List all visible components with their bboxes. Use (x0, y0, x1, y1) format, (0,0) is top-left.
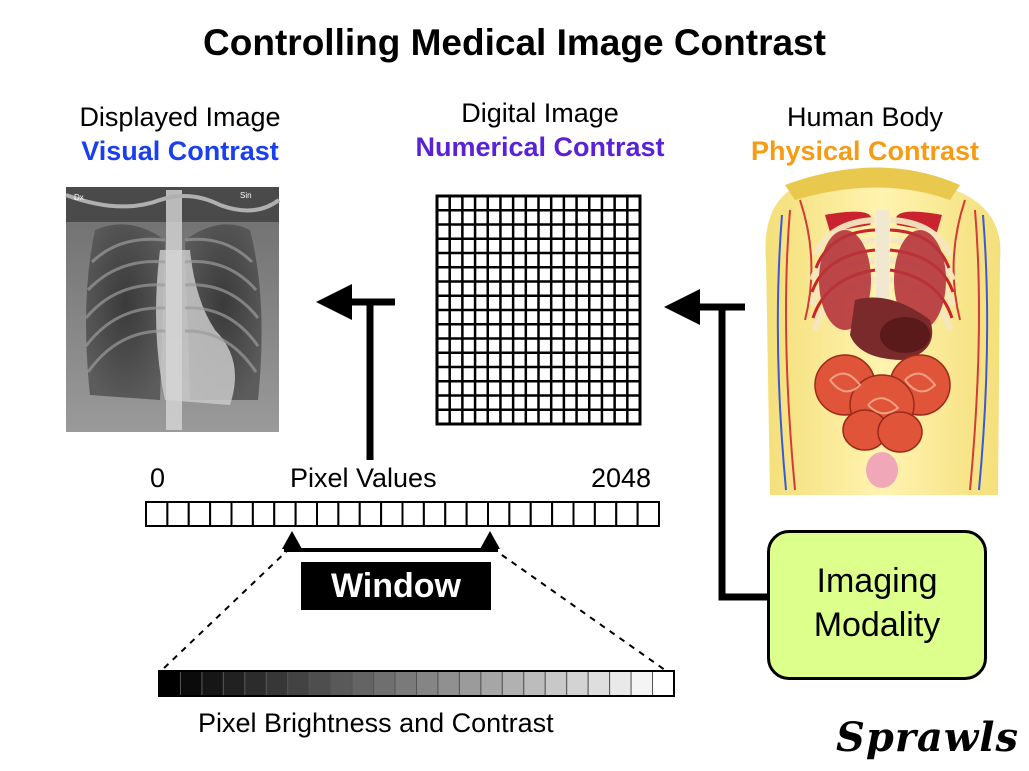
pixel-scale-cell (166, 501, 190, 527)
pixel-scale-cell (273, 501, 297, 527)
chest-xray-image: Dx Sin (65, 187, 281, 432)
imaging-modality-box: Imaging Modality (767, 530, 987, 680)
brightness-cell (222, 670, 246, 697)
brightness-cell (351, 670, 375, 697)
pixel-scale-cell (422, 501, 447, 527)
window-high-marker (480, 531, 500, 549)
brightness-caption: Pixel Brightness and Contrast (198, 708, 554, 738)
brightness-cell (201, 670, 224, 697)
spine-shadow (166, 190, 182, 430)
window-low-marker (282, 531, 302, 549)
brightness-cell (179, 670, 203, 697)
digital-image-header: Digital Image Numerical Contrast (380, 96, 700, 164)
visual-contrast-label: Visual Contrast (81, 136, 279, 166)
brightness-scale-frame (158, 670, 675, 697)
intestines (814, 354, 951, 453)
brightness-cell (416, 670, 439, 697)
brightness-cell (652, 670, 675, 697)
brightness-cell (158, 670, 181, 697)
modality-line-2: Modality (813, 606, 941, 644)
brightness-cell (501, 670, 525, 697)
modality-line-1: Imaging (816, 562, 938, 600)
blood-vessels (785, 199, 980, 491)
xray-label-sin: Sin (240, 191, 252, 200)
clavicle-lines (65, 193, 281, 213)
pixel-scale-cell (145, 501, 169, 527)
diagram-title: Controlling Medical Image Contrast (203, 22, 826, 63)
pixel-brightness-scale (158, 670, 675, 697)
numerical-contrast-label: Numerical Contrast (415, 132, 665, 162)
window-label-box: Window (301, 562, 491, 610)
brightness-cell (437, 670, 460, 697)
brightness-cell (330, 670, 353, 697)
left-lung-shape (86, 224, 165, 400)
pixel-scale-cell (487, 501, 511, 527)
displayed-image-heading: Displayed Image (79, 102, 281, 132)
pixel-scale-cell (572, 501, 596, 527)
brightness-cell (394, 670, 417, 697)
pixel-scale-cell (551, 501, 575, 527)
arrow-digital-to-displayed (316, 284, 395, 460)
pixel-value-scale (145, 501, 660, 527)
pixel-scale-cell (465, 501, 489, 527)
pixel-scale-cell (316, 501, 340, 527)
brightness-cell (244, 670, 267, 697)
brightness-cell (373, 670, 396, 697)
window-left-dashed-line (161, 547, 291, 671)
brightness-cell (308, 670, 332, 697)
pixel-scale-cell (230, 501, 254, 527)
brightness-cell (265, 670, 289, 697)
digital-image-grid (435, 194, 642, 426)
arrow-modality-to-digital (664, 289, 768, 601)
pixel-scale-cell (401, 501, 425, 527)
window-right-dashed-line (491, 547, 666, 671)
pixel-scale-max-label: 2048 (591, 463, 652, 493)
human-body-heading: Human Body (786, 102, 944, 132)
pixel-scale-cell (593, 501, 618, 527)
pixel-scale-cell (209, 501, 233, 527)
pixel-scale-cell (444, 501, 468, 527)
bladder (866, 452, 898, 488)
xray-label-dx: Dx (74, 193, 84, 202)
brightness-cell (458, 670, 482, 697)
pixel-scale-cell (294, 501, 318, 527)
rib-lines (84, 237, 260, 373)
brightness-cell (544, 670, 568, 697)
pixel-scale-cell (380, 501, 404, 527)
pixel-scale-cell (615, 501, 639, 527)
brightness-cell (287, 670, 310, 697)
pixel-scale-cell (529, 501, 554, 527)
displayed-image-header: Displayed Image Visual Contrast (40, 100, 320, 168)
pixel-scale-cell (358, 501, 383, 527)
human-body-image (765, 167, 1001, 495)
pixel-scale-title: Pixel Values (290, 463, 437, 493)
physical-contrast-label: Physical Contrast (750, 136, 980, 166)
human-body-header: Human Body Physical Contrast (715, 100, 1015, 168)
brightness-cell (630, 670, 654, 697)
window-markers (161, 531, 666, 671)
pixel-scale-cell (251, 501, 276, 527)
pixel-scale-cell (187, 501, 212, 527)
left-lung (894, 230, 946, 330)
brightness-cell (480, 670, 503, 697)
pixel-scale-cell (636, 501, 660, 527)
author-signature: Sprawls (836, 714, 1019, 761)
brightness-cell (566, 670, 589, 697)
brightness-cell (609, 670, 632, 697)
pixel-scale-min-label: 0 (150, 463, 166, 493)
digital-image-heading: Digital Image (461, 98, 619, 128)
brightness-cell (523, 670, 546, 697)
brightness-cell (587, 670, 611, 697)
pixel-scale-cell (508, 501, 532, 527)
pixel-scale-cell (337, 501, 361, 527)
